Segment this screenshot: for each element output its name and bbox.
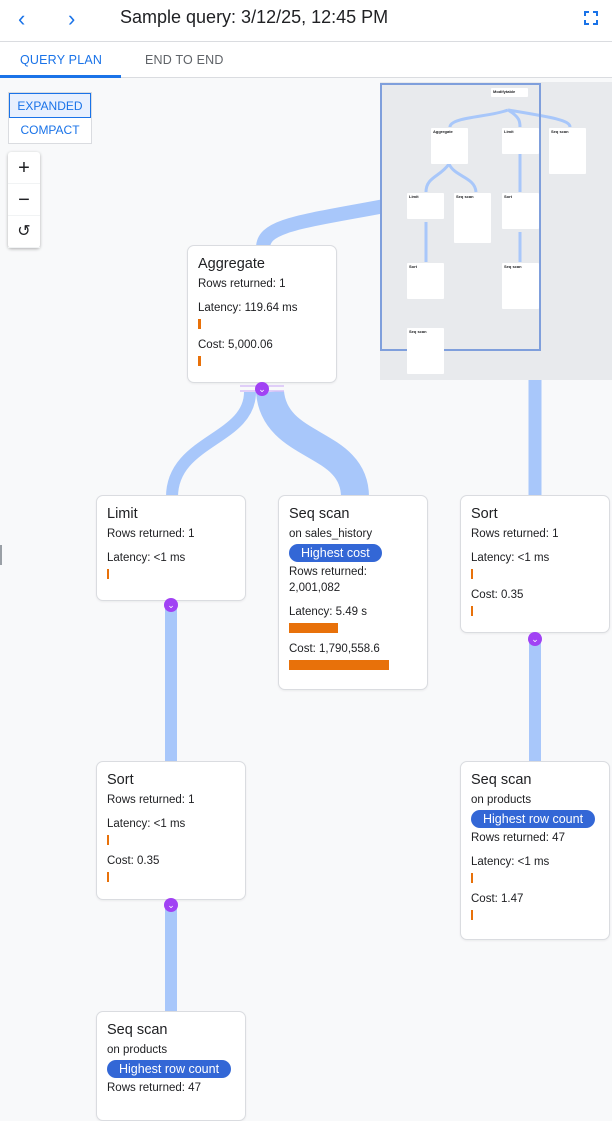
cost: Cost: 1,790,558.6 bbox=[289, 643, 380, 655]
fullscreen-icon[interactable] bbox=[584, 11, 598, 25]
node-seq-scan-sales-history[interactable]: Seq scan on sales_history Highest cost R… bbox=[278, 495, 428, 690]
node-title: Seq scan bbox=[107, 1022, 168, 1038]
table-name: on products bbox=[471, 794, 532, 806]
cost: Cost: 0.35 bbox=[107, 855, 160, 867]
cost-bar bbox=[289, 660, 389, 670]
node-seq-scan-products-right[interactable]: Seq scan on products Highest row count R… bbox=[460, 761, 610, 940]
node-seq-scan-products-bottom[interactable]: Seq scan on products Highest row count R… bbox=[96, 1011, 246, 1121]
highest-row-count-badge: Highest row count bbox=[107, 1060, 232, 1078]
node-title: Seq scan bbox=[471, 772, 532, 788]
rows-returned: Rows returned: 1 bbox=[471, 528, 559, 540]
edge-aggregate-seqscan bbox=[256, 389, 369, 499]
minimap-node: Seq scan bbox=[454, 193, 491, 243]
header: ‹ › Sample query: 3/12/25, 12:45 PM bbox=[0, 0, 612, 42]
rows-returned: Rows returned: 47 bbox=[471, 832, 565, 844]
zoom-in-button[interactable]: + bbox=[8, 152, 40, 184]
latency-bar bbox=[471, 873, 473, 883]
chevron-right-icon[interactable]: › bbox=[68, 6, 76, 31]
rows-returned: Rows returned: 1 bbox=[107, 794, 195, 806]
latency-bar bbox=[107, 569, 109, 579]
latency: Latency: <1 ms bbox=[107, 552, 186, 564]
rows-returned: Rows returned: 1 bbox=[107, 528, 195, 540]
highest-row-count-badge: Highest row count bbox=[471, 810, 596, 828]
collapse-chevron-icon[interactable]: ⌄ bbox=[164, 598, 178, 612]
active-tab-indicator bbox=[0, 75, 121, 78]
node-sort-right[interactable]: Sort Rows returned: 1 Latency: <1 ms Cos… bbox=[460, 495, 610, 633]
node-title: Limit bbox=[107, 506, 138, 522]
collapse-chevron-icon[interactable]: ⌄ bbox=[164, 898, 178, 912]
minimap-node: Modifytable bbox=[491, 88, 528, 97]
table-name: on products bbox=[107, 1044, 168, 1056]
expanded-button[interactable]: EXPANDED bbox=[9, 93, 91, 118]
minimap[interactable]: Modifytable Aggregate Limit Seq scan Lim… bbox=[380, 82, 612, 380]
edge-aggregate-limit bbox=[166, 391, 256, 498]
tab-end-to-end[interactable]: END TO END bbox=[145, 53, 224, 67]
latency: Latency: 5.49 s bbox=[289, 606, 367, 618]
cost-bar bbox=[471, 910, 473, 920]
cost-bar bbox=[471, 606, 473, 616]
minimap-edges bbox=[424, 108, 572, 262]
minimap-node: Aggregate bbox=[431, 128, 468, 164]
cost: Cost: 0.35 bbox=[471, 589, 524, 601]
cost-bar bbox=[198, 356, 201, 366]
node-sort-left[interactable]: Sort Rows returned: 1 Latency: <1 ms Cos… bbox=[96, 761, 246, 900]
chevron-left-icon[interactable]: ‹ bbox=[18, 6, 26, 31]
compact-button[interactable]: COMPACT bbox=[20, 123, 80, 137]
rows-returned-value: 2,001,082 bbox=[289, 582, 341, 594]
minimap-node: Limit bbox=[407, 193, 444, 219]
latency: Latency: <1 ms bbox=[471, 856, 550, 868]
edge-root-aggregate bbox=[256, 198, 392, 249]
latency-bar bbox=[107, 835, 109, 845]
rows-returned: Rows returned: 47 bbox=[107, 1082, 201, 1094]
rows-returned: Rows returned: 1 bbox=[198, 278, 286, 290]
minimap-node: Seq scan bbox=[407, 328, 444, 374]
collapse-chevron-icon[interactable]: ⌄ bbox=[528, 632, 542, 646]
tab-bar: QUERY PLAN END TO END bbox=[0, 42, 612, 78]
latency-bar bbox=[289, 623, 338, 633]
tab-query-plan[interactable]: QUERY PLAN bbox=[20, 53, 103, 67]
minimap-node: Seq scan bbox=[549, 128, 586, 174]
table-name: on sales_history bbox=[289, 528, 373, 540]
cost: Cost: 5,000.06 bbox=[198, 339, 273, 351]
reset-zoom-button[interactable]: ↺ bbox=[8, 216, 40, 248]
minimap-node: Sort bbox=[407, 263, 444, 299]
page-title: Sample query: 3/12/25, 12:45 PM bbox=[120, 7, 389, 27]
latency: Latency: 119.64 ms bbox=[198, 302, 298, 314]
node-title: Aggregate bbox=[198, 256, 265, 272]
collapse-chevron-icon[interactable]: ⌄ bbox=[255, 382, 269, 396]
minimap-viewport[interactable] bbox=[380, 83, 541, 351]
cost-bar bbox=[107, 872, 109, 882]
node-title: Sort bbox=[471, 506, 498, 522]
latency: Latency: <1 ms bbox=[471, 552, 550, 564]
minimap-node: Limit bbox=[502, 128, 539, 154]
latency: Latency: <1 ms bbox=[107, 818, 186, 830]
node-limit[interactable]: Limit Rows returned: 1 Latency: <1 ms bbox=[96, 495, 246, 601]
zoom-out-button[interactable]: − bbox=[8, 184, 40, 216]
latency-bar bbox=[471, 569, 473, 579]
highest-cost-badge: Highest cost bbox=[289, 544, 382, 562]
rows-returned-label: Rows returned: bbox=[289, 566, 367, 578]
minimap-node: Seq scan bbox=[502, 263, 539, 309]
cost: Cost: 1.47 bbox=[471, 893, 524, 905]
view-toggle: EXPANDED COMPACT bbox=[8, 92, 92, 144]
minimap-node: Sort bbox=[502, 193, 539, 229]
node-title: Sort bbox=[107, 772, 134, 788]
node-title: Seq scan bbox=[289, 506, 350, 522]
resize-handle[interactable] bbox=[0, 545, 2, 565]
zoom-controls: + − ↺ bbox=[8, 152, 40, 248]
latency-bar bbox=[198, 319, 201, 329]
node-aggregate[interactable]: Aggregate Rows returned: 1 Latency: 119.… bbox=[187, 245, 337, 383]
